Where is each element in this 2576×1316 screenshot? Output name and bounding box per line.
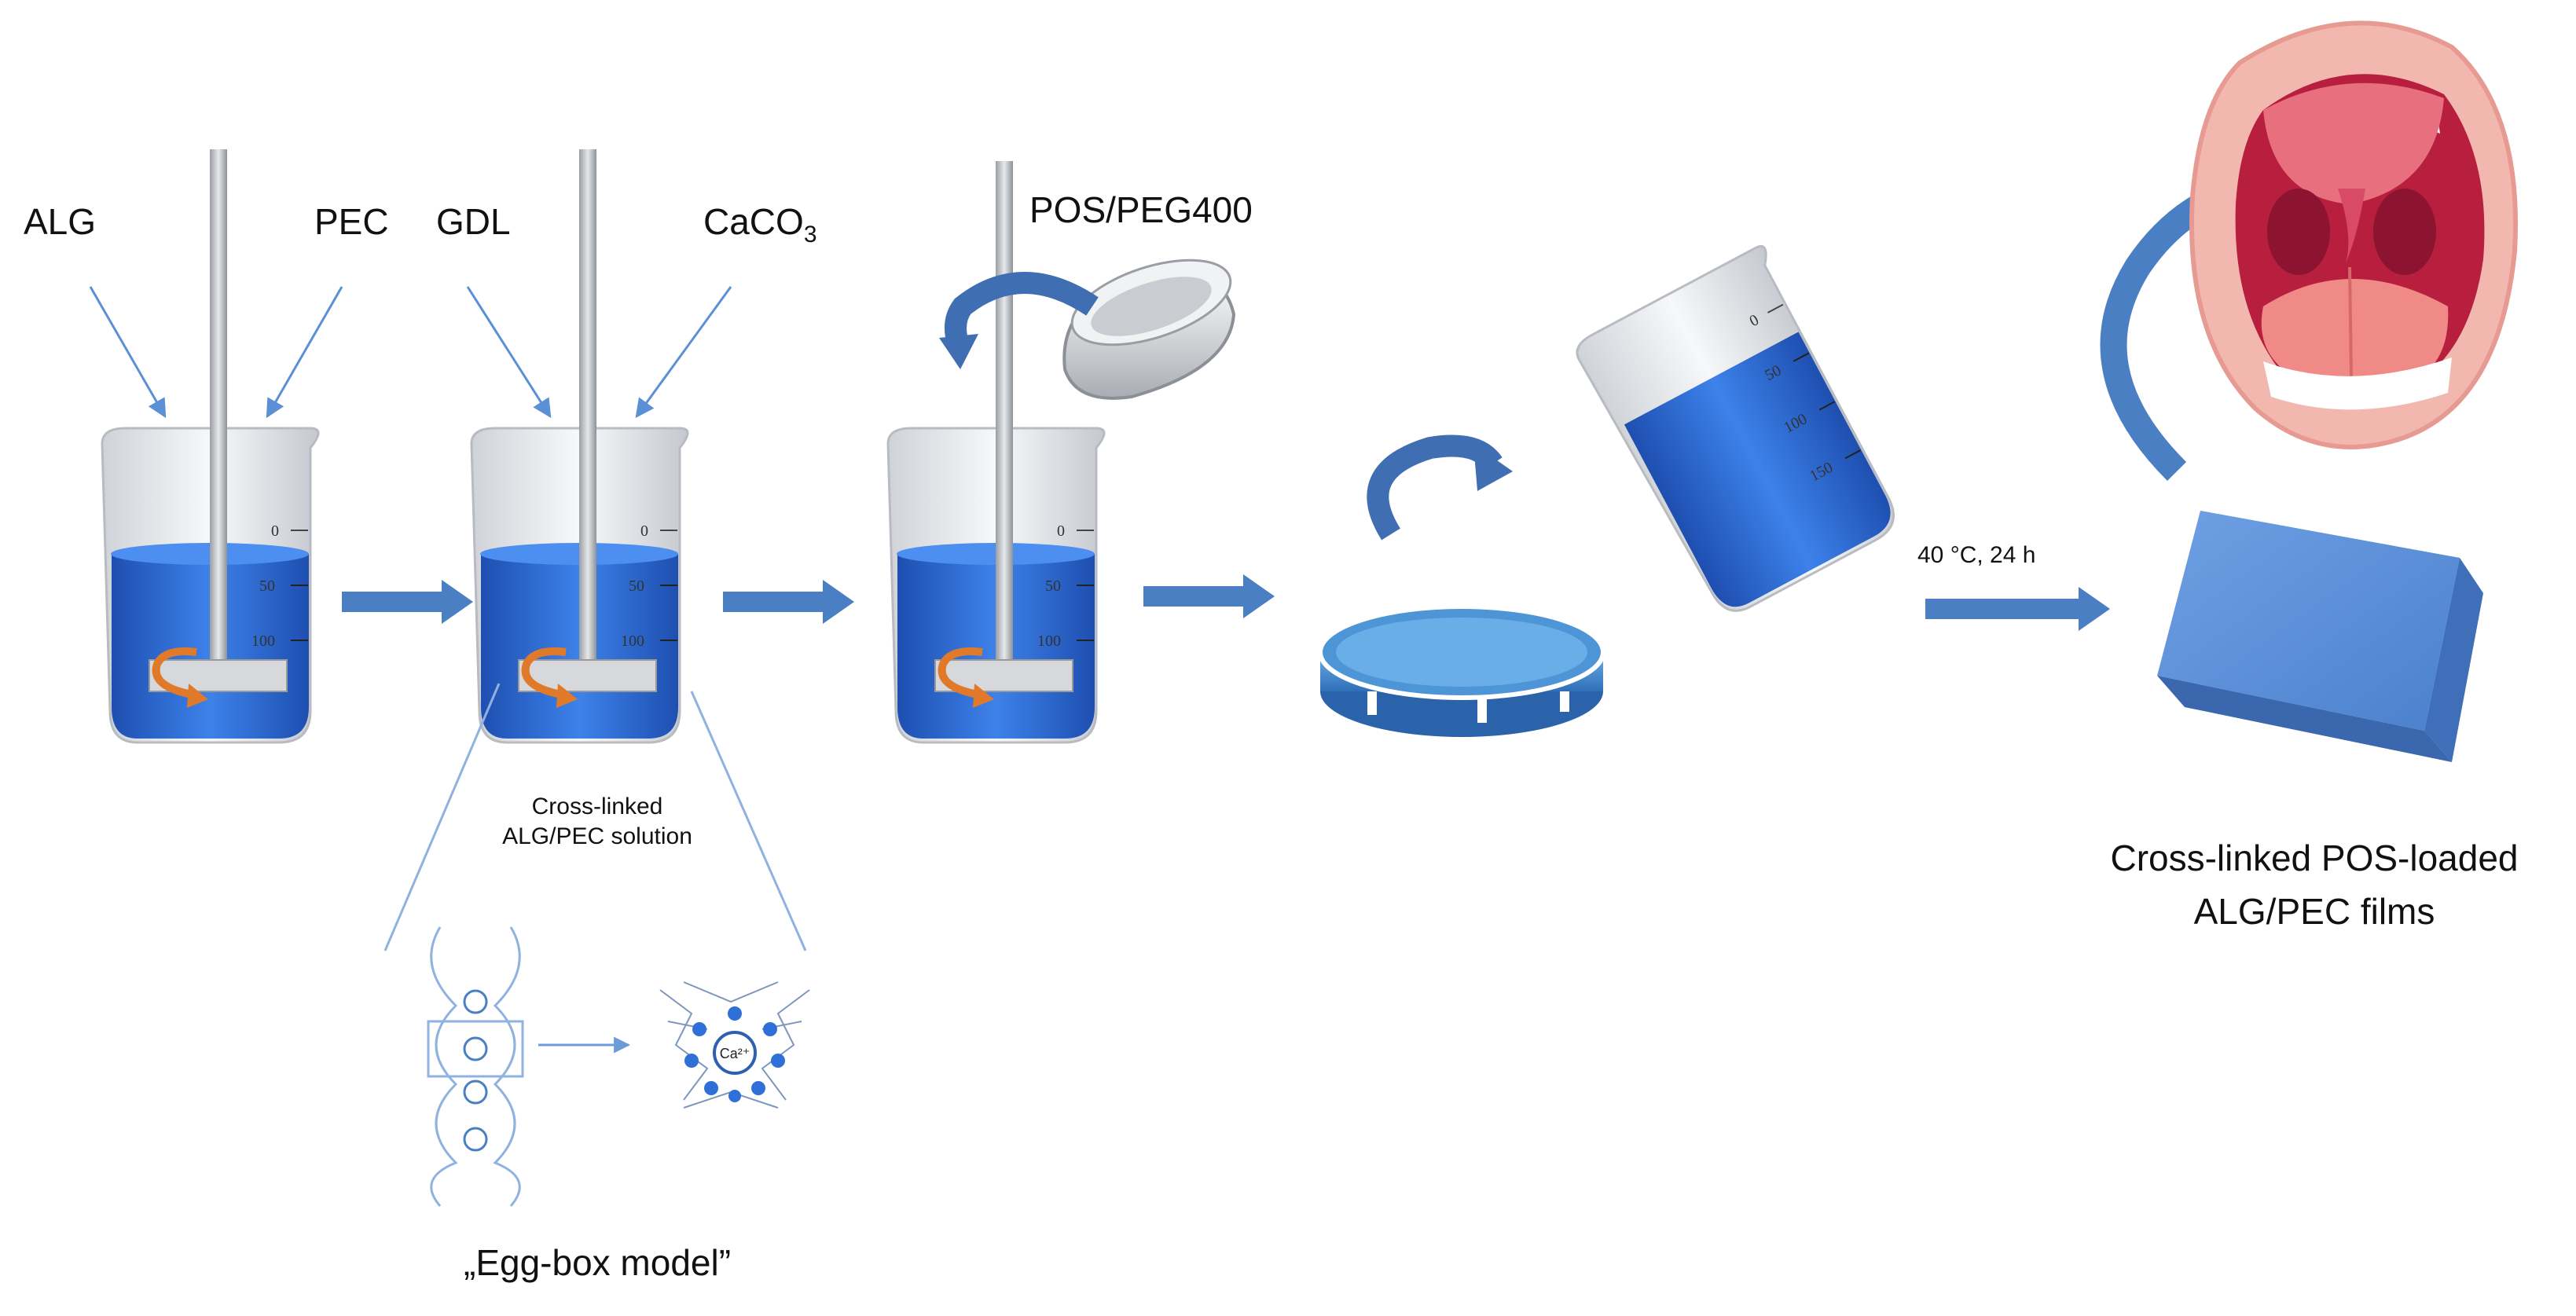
ca-ion-label: Ca²⁺ (720, 1046, 750, 1061)
pec-arrow (266, 286, 343, 419)
beaker-3: 0 50 100 (886, 161, 1106, 744)
final-product-line1: Cross-linked POS-loaded (2110, 838, 2519, 878)
alg-arrow (89, 286, 167, 419)
caco3-label: CaCO3 (703, 200, 817, 248)
curved-pour-arrow-icon (945, 272, 1099, 350)
pec-label: PEC (314, 201, 389, 242)
block-arrow-1 (342, 580, 473, 624)
egg-box-caption: „Egg-box model” (464, 1242, 732, 1283)
scale-mark-50: 50 (259, 577, 275, 595)
scale-mark-100: 100 (251, 632, 275, 650)
tilted-beaker: 0 50 100 150 (1576, 244, 1895, 612)
scale-mark-100: 100 (1037, 632, 1061, 650)
final-product-line2: ALG/PEC films (2193, 891, 2435, 932)
scale-mark-0: 0 (271, 522, 279, 540)
crosslinked-solution-line2: ALG/PEC solution (502, 823, 692, 849)
scale-mark-50: 50 (629, 577, 644, 595)
block-arrow-3 (1143, 574, 1275, 618)
crosslinked-solution-label: Cross-linked ALG/PEC solution (472, 794, 723, 850)
block-arrow-4 (1925, 587, 2110, 631)
rotation-arrow-icon (938, 647, 983, 699)
block-arrow-2 (723, 580, 854, 624)
caco3-arrow (635, 286, 732, 418)
rotation-arrow-icon (152, 647, 197, 699)
ca-complex-diagram: Ca²⁺ (659, 981, 810, 1109)
stirrer-rod (210, 149, 227, 691)
film-block (2157, 511, 2483, 762)
rotation-arrow-icon (521, 647, 567, 699)
zoom-line-right (690, 691, 807, 951)
caco3-main: CaCO (703, 201, 804, 242)
zoom-line-left (383, 683, 501, 951)
caco3-subscript: 3 (803, 222, 817, 248)
beaker-2: 0 50 100 (470, 149, 689, 744)
petri-dish (1318, 604, 1605, 737)
scale-mark-50: 50 (1045, 577, 1061, 595)
alg-label: ALG (24, 201, 97, 242)
pouring-bowl (1062, 258, 1236, 400)
pos-peg400-label: POS/PEG400 (1029, 189, 1253, 230)
beaker-1-scale: 0 50 100 (251, 522, 308, 650)
gdl-label: GDL (436, 201, 511, 242)
scale-mark-0: 0 (1057, 522, 1065, 540)
scale-mark-0: 0 (640, 522, 648, 540)
final-product-label: Cross-linked POS-loaded ALG/PEC films (2059, 837, 2570, 933)
beaker-1: 0 50 100 (101, 149, 320, 744)
scale-mark-100: 100 (621, 632, 644, 650)
crosslinked-solution-line1: Cross-linked (531, 794, 663, 819)
drying-condition-label: 40 °C, 24 h (1917, 542, 2036, 568)
gdl-arrow (466, 286, 552, 419)
egg-box-chain-diagram (427, 926, 524, 1207)
open-mouth-illustration (2189, 20, 2518, 449)
